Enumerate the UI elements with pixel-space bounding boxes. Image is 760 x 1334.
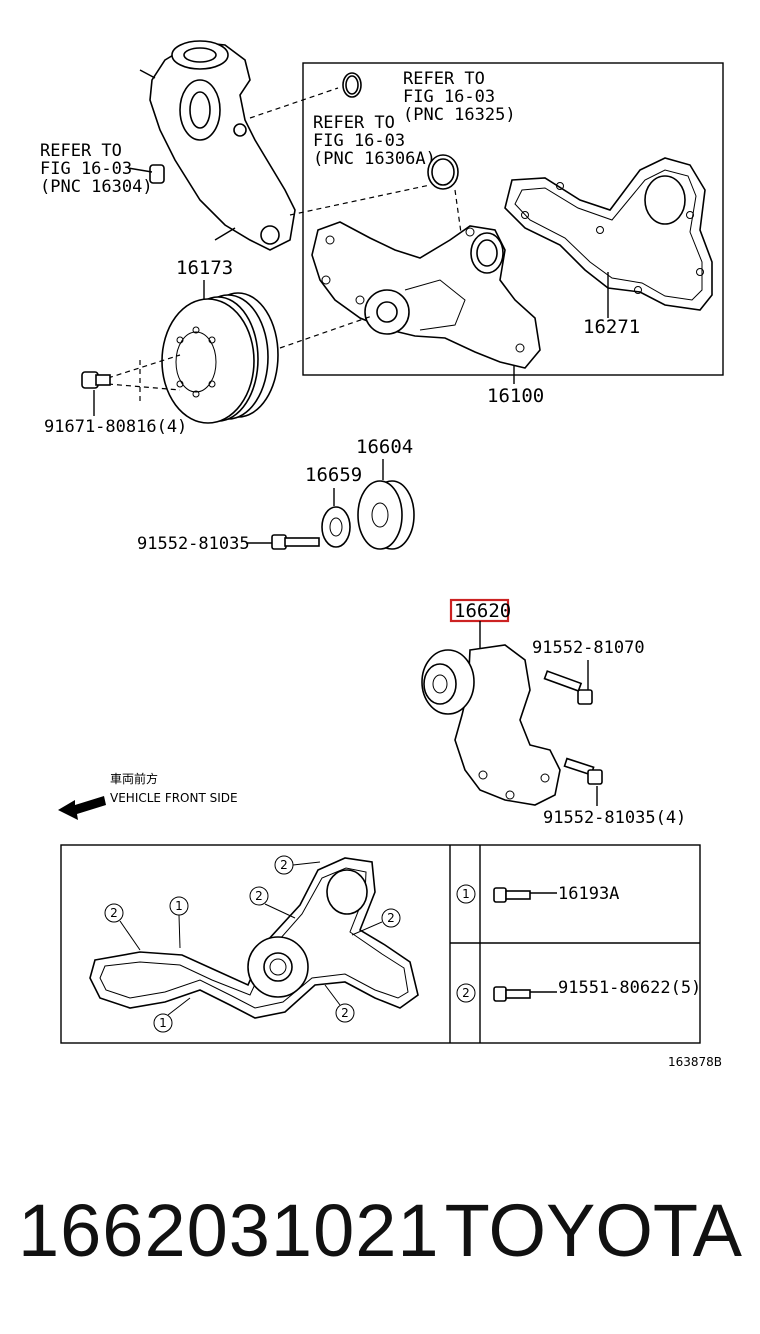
refer-label-2-line3: (PNC 16306A) — [313, 149, 436, 169]
dash-leader — [249, 87, 339, 119]
svg-text:2: 2 — [387, 911, 395, 925]
legend-row-2-number: 2 — [462, 986, 470, 1000]
bolt-91552-c — [563, 757, 603, 785]
part-label-91552-b: 91552-81070 — [532, 638, 645, 658]
refer-label-3-line2: FIG 16-03 — [40, 159, 132, 179]
part-label-91552-a: 91552-81035 — [137, 534, 250, 554]
footer-brand: TOYOTA — [444, 1189, 742, 1272]
callout-2: 2 — [335, 1003, 355, 1023]
legend-row-2: 2 91551-80622(5) — [456, 978, 701, 1003]
belt-tensioner — [421, 644, 561, 806]
bolt-91671 — [81, 371, 111, 389]
bolt-91552-a — [271, 534, 320, 550]
callout-2: 2 — [104, 903, 124, 923]
legend-row-2-part: 91551-80622(5) — [558, 978, 701, 998]
part-label-16271: 16271 — [583, 316, 640, 338]
water-outlet-housing — [139, 40, 296, 251]
bolt-91552-b — [543, 670, 593, 705]
refer-label-3-line3: (PNC 16304) — [40, 177, 153, 197]
callout-2: 2 — [249, 886, 269, 906]
legend-gasket-outline — [89, 857, 419, 1019]
callout-2: 2 — [381, 908, 401, 928]
dash-leader — [107, 354, 181, 402]
part-label-16173: 16173 — [176, 257, 233, 279]
refer-label-3-line1: REFER TO — [40, 141, 122, 161]
pulley — [161, 292, 279, 424]
svg-text:2: 2 — [110, 906, 118, 920]
legend-row-1: 1 16193A — [456, 884, 619, 904]
front-side-label-jp: 車両前方 — [110, 771, 158, 786]
refer-label-1-line1: REFER TO — [403, 69, 485, 89]
dash-leader — [289, 184, 431, 216]
legend-frame — [60, 844, 701, 1044]
plate-washer — [321, 506, 351, 548]
svg-text:1: 1 — [175, 899, 183, 913]
svg-text:1: 1 — [159, 1016, 167, 1030]
part-label-16659: 16659 — [305, 464, 362, 486]
part-label-16604: 16604 — [356, 436, 413, 458]
idler-pulley — [357, 480, 415, 550]
leader-line — [127, 167, 153, 173]
part-label-16100: 16100 — [487, 385, 544, 407]
callout-2: 2 — [274, 855, 294, 875]
water-pump-body — [311, 221, 541, 369]
svg-text:2: 2 — [255, 889, 263, 903]
legend-row-1-part: 16193A — [558, 884, 619, 904]
callout-1: 1 — [153, 1013, 173, 1033]
refer-label-2-line1: REFER TO — [313, 113, 395, 133]
part-label-91671: 91671-80816(4) — [44, 417, 187, 437]
refer-label-2-line2: FIG 16-03 — [313, 131, 405, 151]
footer-part-number: 1662031021 — [18, 1189, 440, 1272]
svg-text:2: 2 — [341, 1006, 349, 1020]
front-side-label-en: VEHICLE FRONT SIDE — [110, 791, 238, 805]
part-label-91552-c: 91552-81035(4) — [543, 808, 686, 828]
legend-row-1-number: 1 — [462, 887, 470, 901]
svg-text:2: 2 — [280, 858, 288, 872]
front-arrow-icon — [58, 796, 106, 820]
callout-1: 1 — [169, 896, 189, 916]
refer-label-1-line3: (PNC 16325) — [403, 105, 516, 125]
figure-code: 163878B — [668, 1055, 722, 1069]
water-pump-frame — [302, 62, 724, 376]
gasket — [504, 157, 713, 311]
dash-leader — [279, 315, 373, 349]
part-label-16620: 16620 — [454, 600, 511, 622]
refer-label-1-line2: FIG 16-03 — [403, 87, 495, 107]
